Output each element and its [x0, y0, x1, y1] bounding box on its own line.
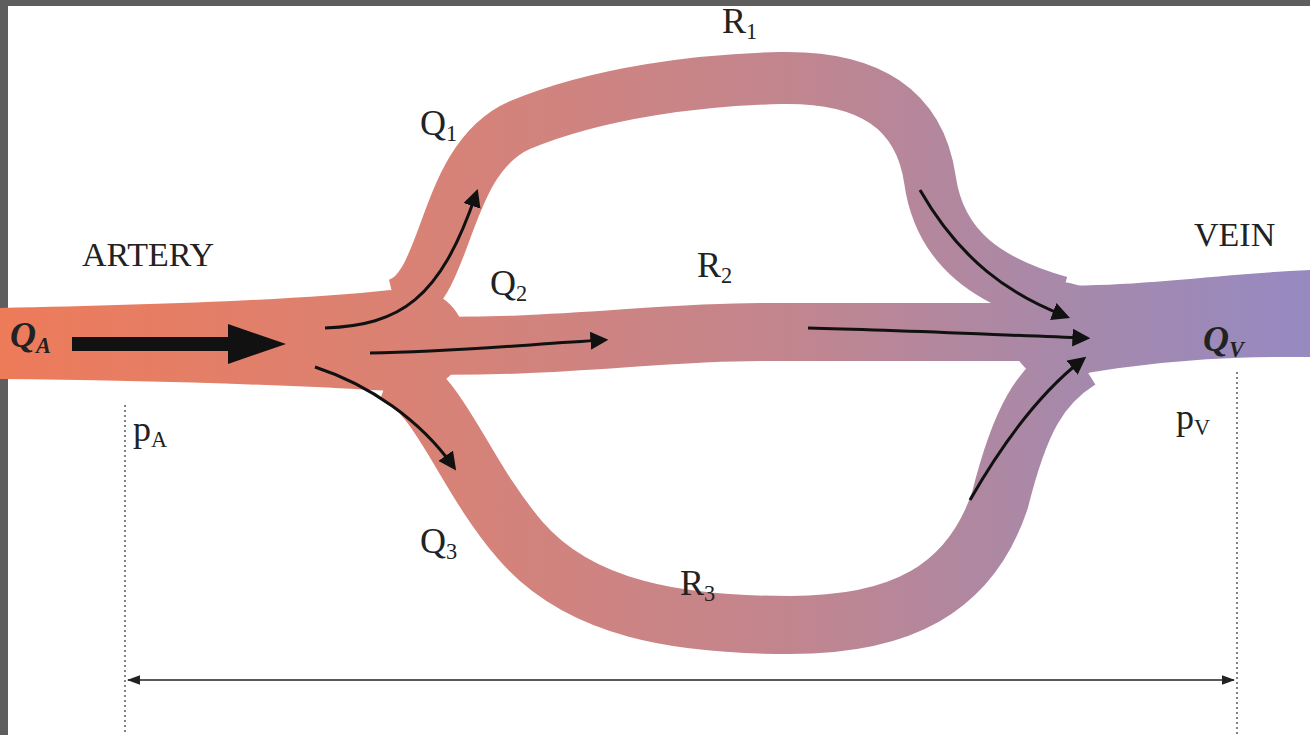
- flow-arrow: [920, 190, 1065, 316]
- main-flow-arrow: [72, 324, 286, 364]
- vessels: [0, 78, 1310, 625]
- flow-arrow: [370, 340, 603, 353]
- flow-label: Q1: [420, 104, 457, 147]
- vessel-name: VEIN: [1194, 216, 1275, 253]
- split-joint: [365, 290, 465, 390]
- flow-label: Q3: [420, 522, 457, 565]
- dimension: [125, 372, 1237, 735]
- branch-tube: [390, 360, 1080, 625]
- pressure-label: pV: [1176, 398, 1210, 441]
- flow-label: Q2: [490, 264, 527, 307]
- branch-tube: [395, 78, 1060, 305]
- vessel-name: ARTERY: [82, 236, 214, 273]
- extension-line: [1236, 372, 1237, 735]
- flow-arrows: [315, 190, 1085, 500]
- resistance-label: R1: [722, 2, 757, 45]
- pressure-label: pA: [133, 410, 167, 453]
- resistance-label: R3: [680, 564, 715, 607]
- flow-arrow: [970, 360, 1082, 500]
- dimension-line: [128, 679, 1234, 681]
- flow-label: QA: [10, 316, 51, 359]
- extension-line: [124, 405, 125, 735]
- flow-arrow: [808, 328, 1085, 338]
- flow-arrow: [325, 194, 476, 328]
- resistance-label: R2: [697, 246, 732, 289]
- flow-label: QV: [1203, 320, 1244, 363]
- flow-arrow: [315, 367, 453, 466]
